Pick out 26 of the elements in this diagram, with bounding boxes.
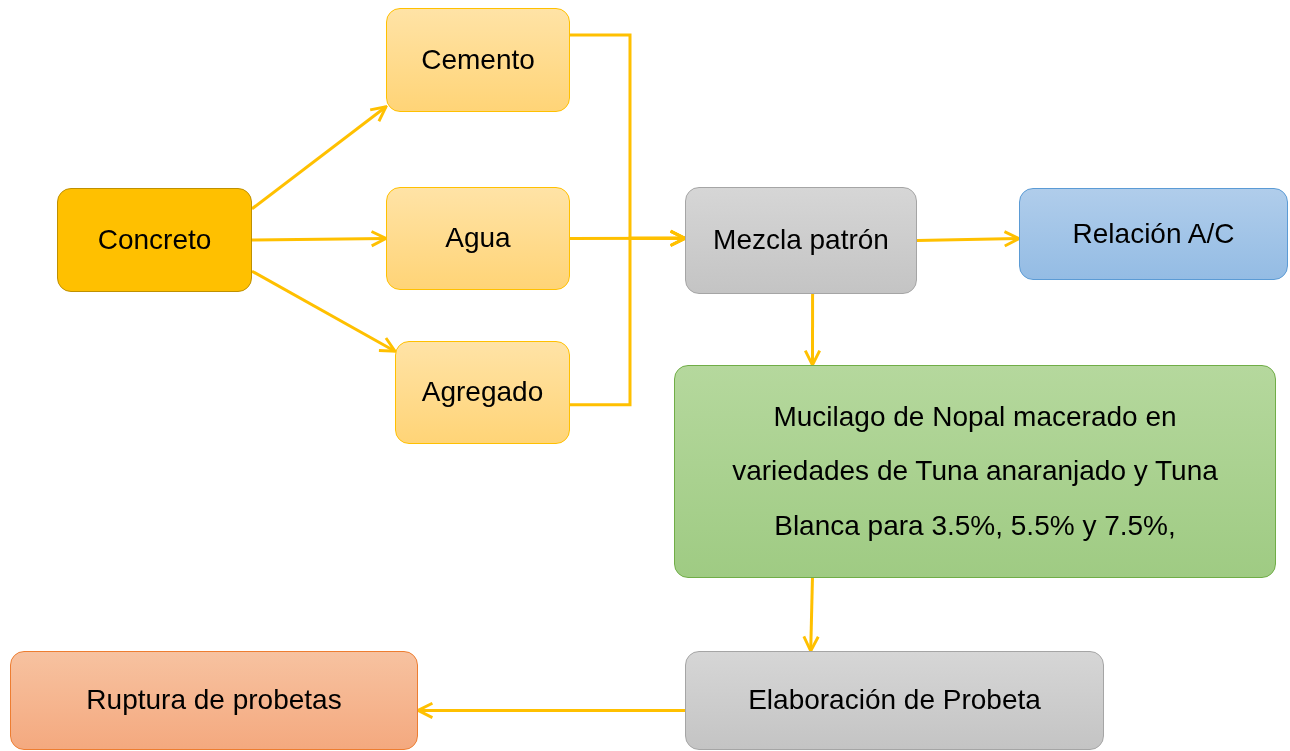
node-label: Concreto: [96, 222, 213, 257]
node-label: Agregado: [420, 375, 545, 410]
node-label: Agua: [444, 221, 512, 256]
node-label: Mezcla patrón: [712, 223, 890, 258]
material-box: [386, 8, 570, 112]
node-label: Elaboración de Probeta: [747, 683, 1042, 718]
material-box: [395, 341, 570, 444]
arrow: [252, 230, 388, 248]
arrow: [916, 230, 1021, 248]
arrow: [570, 229, 687, 407]
additive-box: [674, 365, 1276, 578]
arrow: [416, 701, 685, 720]
process-box: [685, 187, 917, 294]
arrow: [802, 577, 820, 653]
concept-box: [57, 188, 252, 292]
process-box: [685, 651, 1104, 750]
material-box: [386, 187, 570, 290]
node-label: Mucilago de Nopal macerado en variedades de Tuna anaranjado y Tuna Blanca para 3.5%, 5.5% y 7.5%,: [731, 399, 1219, 543]
node-label: Relación A/C: [1071, 216, 1236, 251]
ratio-box: [1019, 188, 1288, 280]
node-label: Cemento: [420, 42, 536, 77]
arrow: [251, 269, 397, 353]
result-box: [10, 651, 418, 750]
arrow: [251, 105, 388, 210]
node-label: Ruptura de probetas: [85, 683, 343, 718]
arrow: [803, 294, 822, 367]
